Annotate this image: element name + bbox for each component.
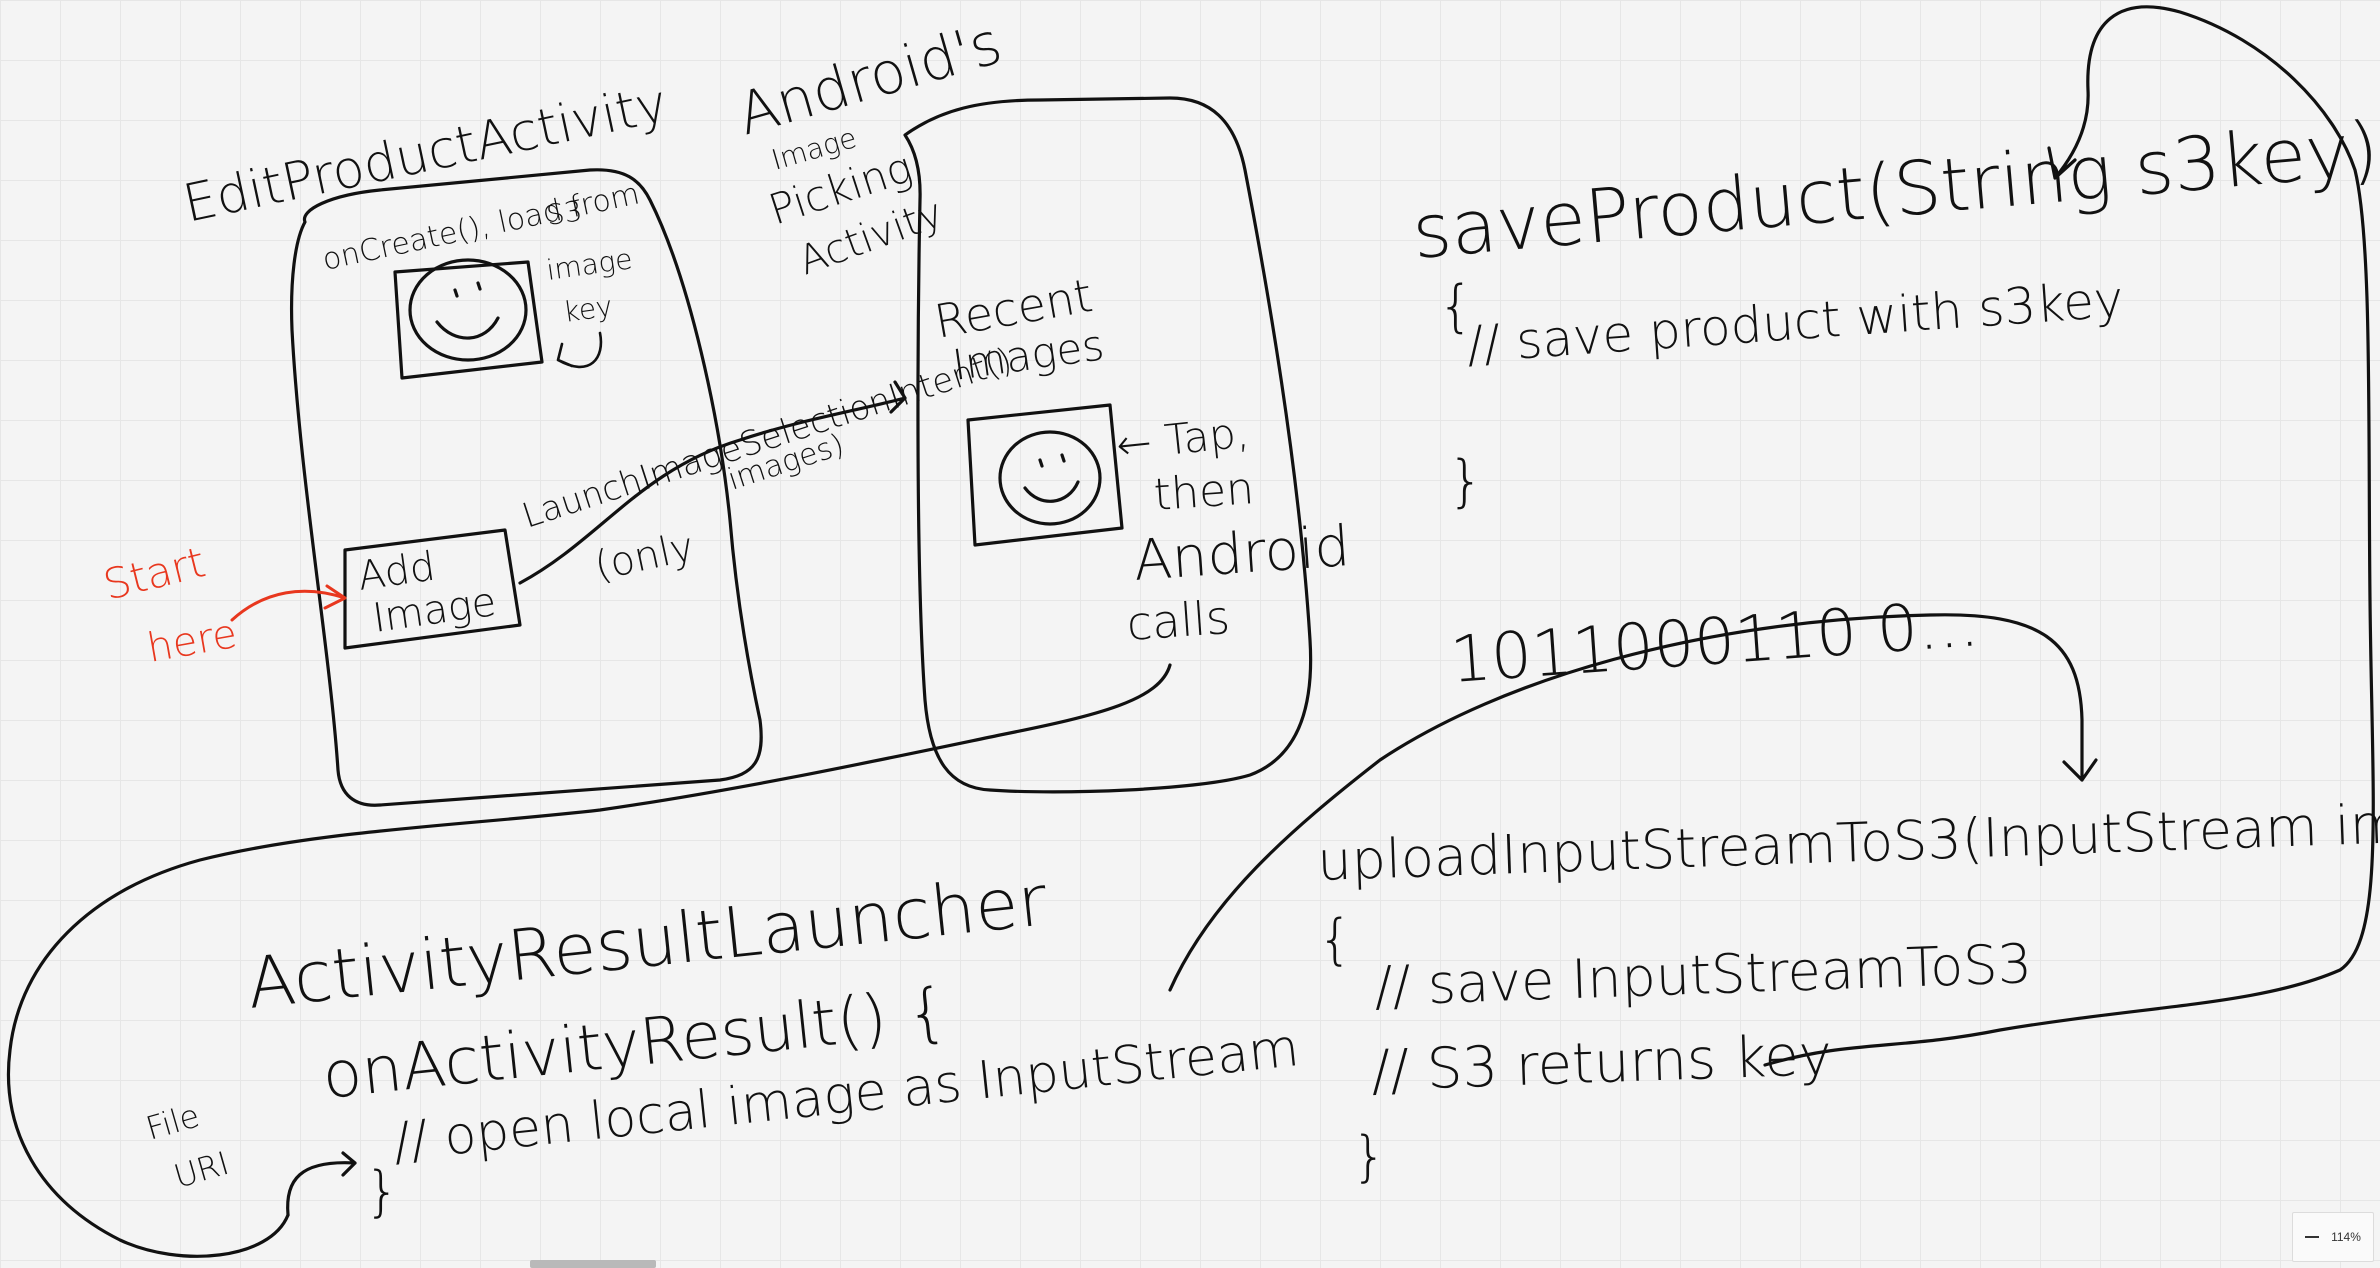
horizontal-scrollbar[interactable]: [530, 1260, 656, 1268]
save-product-comment: // save product with s3key: [1465, 270, 2126, 374]
result-launcher-close-brace: }: [365, 1160, 399, 1223]
calls-label: calls: [1125, 590, 1232, 651]
edit-product-activity: EditProductActivity onCreate(), load fro…: [178, 74, 763, 807]
image-key-arrow-icon: [556, 331, 603, 369]
android-label: Android: [1131, 514, 1352, 594]
product-image-frame: [393, 260, 544, 380]
save-product-signature: saveProduct(String s3key): [1409, 106, 2380, 276]
add-image-label-1: Add: [355, 544, 438, 600]
upload-open-brace: {: [1318, 908, 1352, 971]
upload-input-stream-method: uploadInputStreamToS3(InputStream imageS…: [1316, 781, 2380, 1188]
file-label: File: [142, 1096, 204, 1147]
start-arrow-icon: [230, 584, 347, 622]
file-uri-annotation: File URI: [142, 1096, 357, 1217]
edit-activity-frame: [289, 168, 763, 807]
add-image-button-frame: [343, 528, 522, 650]
here-label: here: [144, 611, 241, 672]
launch-intent-flow: LaunchImageSelectionIntent() (only image…: [517, 340, 1017, 590]
file-uri-arrow-icon: [286, 1151, 357, 1217]
zoom-level: 114%: [2331, 1230, 2361, 1244]
tap-label: ← Tap,: [1114, 407, 1251, 470]
upload-comment-2: // S3 returns key: [1370, 1023, 1833, 1104]
save-product-method: saveProduct(String s3key) { // save prod…: [1409, 106, 2380, 514]
launch-intent-arrow-icon: [518, 380, 907, 585]
product-image-smiley-icon: [408, 258, 528, 362]
picker-activity-frame: [903, 96, 1313, 794]
recent-image-frame: [966, 403, 1124, 547]
calls-to-result-connector: [6, 663, 1172, 1258]
upload-signature: uploadInputStreamToS3(InputStream imageS…: [1316, 781, 2380, 893]
start-label: Start: [99, 537, 210, 609]
zoom-control[interactable]: 114%: [2292, 1212, 2374, 1262]
oncreate-label-s3: S3: [544, 194, 584, 232]
start-here-annotation: Start here: [99, 537, 347, 672]
binary-stream-label: 1011000110 0...: [1448, 587, 1981, 698]
then-label: then: [1152, 463, 1255, 521]
uri-label: URI: [170, 1144, 233, 1196]
upload-close-brace: }: [1352, 1125, 1386, 1188]
stream-to-upload-arrow-icon: [1168, 613, 2098, 992]
recent-image-smiley-icon: [998, 430, 1102, 526]
picker-title-1: Android's: [730, 9, 1009, 149]
save-product-open-brace: {: [1438, 274, 1474, 339]
upload-comment-1: // save InputStreamToS3: [1373, 932, 2033, 1018]
key-to-save-product-arrow-icon: [1763, 5, 2375, 1067]
only-label: (only: [591, 524, 699, 590]
oncreate-label-key: key: [561, 289, 614, 329]
oncreate-label-image: image: [544, 242, 634, 287]
zoom-out-icon[interactable]: [2305, 1236, 2320, 1238]
launch-intent-label: LaunchImageSelectionIntent(): [517, 340, 1017, 536]
save-product-close-brace: }: [1448, 449, 1484, 514]
activity-result-launcher: ActivityResultLauncher onActivityResult(…: [243, 859, 1302, 1223]
